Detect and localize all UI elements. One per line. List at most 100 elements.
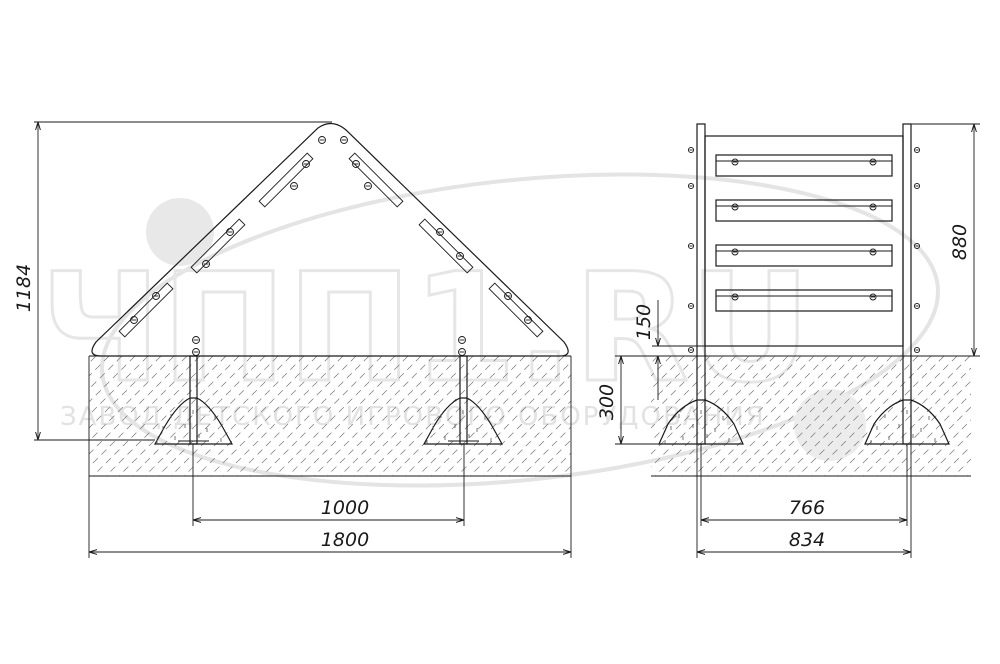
soil-hatch-line — [966, 471, 971, 476]
dimension-outer-width: 834 — [696, 444, 912, 558]
soil-hatch-line — [89, 356, 136, 403]
soil-hatch-line — [352, 356, 474, 476]
dim-label-300: 300 — [596, 384, 618, 420]
soil-hatch-line — [469, 374, 571, 476]
soil-hatch-line — [313, 356, 435, 476]
front-bolts — [687, 146, 921, 354]
bolt-icon — [731, 248, 739, 256]
soil-hatch-line — [976, 352, 1000, 480]
bolt-icon — [913, 346, 921, 354]
soil-hatch-line — [196, 356, 318, 476]
bolt-icon — [152, 292, 160, 300]
soil-hatch-line — [651, 356, 750, 455]
soil-hatch-line — [378, 356, 500, 476]
soil-hatch-line — [235, 356, 357, 476]
bolt-icon — [687, 346, 695, 354]
soil-hatch-line — [417, 356, 539, 476]
soil-hatch-line — [651, 356, 737, 442]
dimension-height-right: 880 — [911, 123, 980, 357]
soil-hatch-line — [157, 356, 279, 476]
soil-hatch-line — [534, 439, 571, 476]
watermark-logo: ЧПП1.RU — [40, 242, 811, 416]
soil-hatch-line — [745, 356, 867, 476]
watermark-swoosh — [100, 172, 940, 488]
bolt-icon — [340, 136, 348, 144]
bolt-icon — [504, 292, 512, 300]
bolt-icon — [302, 160, 310, 168]
soil-hatch-line — [836, 356, 958, 476]
soil-hatch-line — [365, 356, 487, 476]
bolt-icon — [731, 158, 739, 166]
dim-label-880: 880 — [949, 224, 971, 260]
soil-hatch-line — [953, 458, 971, 476]
soil-hatch-line — [797, 356, 919, 476]
bolt-icon — [458, 336, 466, 344]
soil-hatch-line — [391, 356, 513, 476]
concrete-footings-left — [153, 397, 504, 446]
soil-hatch-line — [209, 356, 331, 476]
soil-hatch-line — [183, 356, 305, 476]
dimension-total-width: 1800 — [88, 356, 572, 558]
watermark: ЧПП1.RU ЗАВОД ДЕТСКОГО ИГРОВОГО ОБОРУДОВ… — [39, 172, 940, 488]
bolt-icon — [226, 228, 234, 236]
dimension-foundation-depth: 300 — [596, 355, 659, 445]
ground-section-left — [89, 355, 571, 477]
dim-label-834: 834 — [789, 529, 825, 551]
soil-hatch-line — [339, 356, 461, 476]
bolt-icon — [913, 242, 921, 250]
soil-hatch-line — [719, 356, 841, 476]
dim-label-766: 766 — [789, 497, 825, 519]
triangle-panel — [91, 122, 569, 357]
soil-hatch-line — [456, 361, 571, 476]
front-view: 880 150 300 766 834 — [596, 123, 1000, 558]
side-view: 1184 1000 1800 — [13, 121, 572, 558]
soil-hatch-line — [651, 356, 685, 390]
soil-hatch-line — [651, 356, 724, 429]
bolt-icon — [290, 182, 298, 190]
soil-hatch-line — [274, 356, 396, 476]
soil-hatch-line — [89, 356, 201, 468]
soil-hatch-line — [261, 356, 383, 476]
bolt-icon — [687, 182, 695, 190]
soil-hatch-line — [914, 419, 971, 476]
bolt-icon — [318, 136, 326, 144]
soil-hatch-line — [810, 356, 932, 476]
soil-hatch-line — [222, 356, 344, 476]
concrete-footings-right — [658, 399, 950, 446]
soil-hatch-line — [901, 406, 971, 476]
soil-hatch-line — [89, 356, 110, 377]
bolt-icon — [687, 302, 695, 310]
soil-hatch-line — [89, 356, 149, 416]
soil-hatch-line — [758, 356, 880, 476]
soil-hatch-line — [170, 356, 292, 476]
ground-section-right — [651, 352, 1000, 480]
soil-hatch-line — [89, 356, 123, 390]
watermark-ball-icon — [146, 198, 214, 266]
dimension-height-left: 1184 — [13, 121, 332, 441]
soil-hatch-line — [404, 356, 526, 476]
bolt-icon — [869, 158, 877, 166]
soil-hatch-line — [430, 356, 552, 476]
soil-hatch-line — [521, 426, 571, 476]
soil-hatch-line — [118, 356, 240, 476]
soil-hatch-line — [89, 356, 175, 442]
bolt-icon — [731, 293, 739, 301]
soil-hatch-line — [105, 356, 227, 476]
bolt-icon — [731, 203, 739, 211]
soil-hatch-line — [287, 356, 409, 476]
bolt-icon — [869, 203, 877, 211]
bolt-icon — [364, 182, 372, 190]
soil-hatch-line — [862, 367, 971, 476]
bolt-icon — [913, 302, 921, 310]
bolt-icon — [687, 242, 695, 250]
dimension-post-spacing: 1000 — [192, 444, 465, 526]
soil-hatch-line — [989, 352, 1000, 480]
soil-hatch-line — [651, 356, 711, 416]
soil-hatch-line — [784, 356, 906, 476]
soil-hatch-line — [300, 356, 422, 476]
bolt-icon — [687, 146, 695, 154]
soil-hatch-line — [326, 356, 448, 476]
bolt-icon — [524, 316, 532, 324]
soil-hatch-line — [547, 452, 571, 476]
soil-hatch-line — [888, 393, 971, 476]
